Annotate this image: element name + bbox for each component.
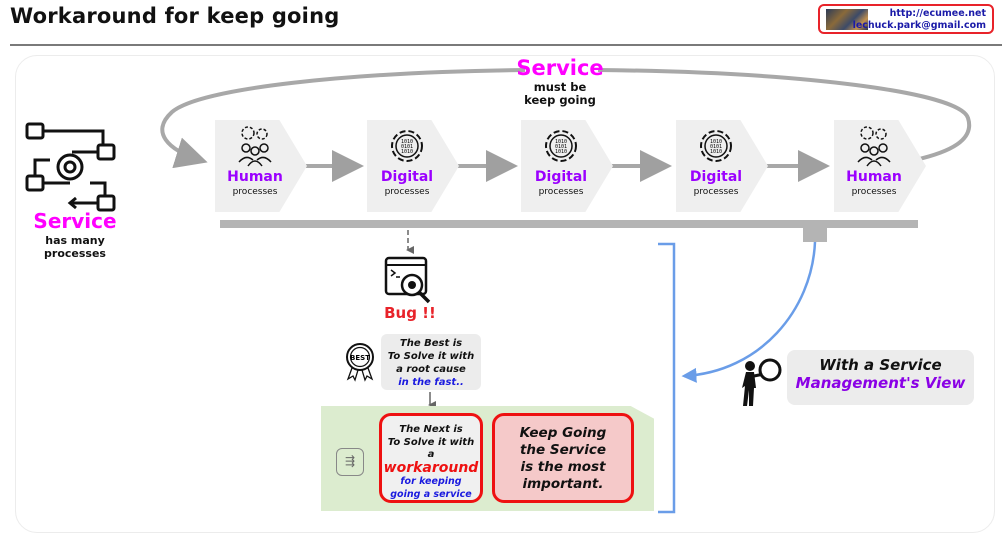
service-left-subtitle: has many processes [20, 234, 130, 260]
author-email-link[interactable]: lechuck.park@gmail.com [852, 20, 986, 31]
best-solution-note: The Best is To Solve it with a root caus… [381, 334, 481, 390]
next-solution-note: The Next is To Solve it with a workaroun… [379, 413, 483, 503]
keep-line-2: the Service [519, 442, 607, 458]
next-blue-2: going a service [390, 488, 472, 500]
keep-line-4: important. [522, 476, 604, 492]
best-line-1: The Best is [399, 338, 463, 349]
keep-line-1: Keep Going [519, 425, 607, 441]
workaround-branch-icon: ⇶ [336, 448, 364, 476]
process-name: Human [227, 169, 283, 185]
author-url-link[interactable]: http://ecumee.net [889, 8, 986, 19]
service-loop-subtitle-line2: keep going [524, 93, 596, 108]
service-loop-subtitle-line1: must be [533, 80, 587, 94]
process-subtitle: processes [232, 187, 278, 197]
svg-text:BEST: BEST [350, 354, 370, 362]
svg-text:1010: 1010 [401, 139, 413, 145]
svg-text:1010: 1010 [710, 139, 722, 145]
service-left-line1: has many [45, 234, 105, 247]
process-name: Digital [689, 169, 743, 185]
svg-text:1010: 1010 [401, 149, 413, 155]
svg-text:0101: 0101 [555, 144, 567, 150]
management-line-2: Management's View [795, 374, 966, 392]
service-left-title: Service [33, 209, 117, 233]
service-loop-subtitle: must be keep going [480, 80, 640, 108]
process-name: Digital [534, 169, 588, 185]
scope-bracket [658, 242, 676, 514]
process-name: Digital [380, 169, 434, 185]
keep-going-note: Keep Going the Service is the most impor… [492, 413, 634, 503]
process-subtitle: processes [538, 187, 584, 197]
svg-text:0101: 0101 [401, 144, 413, 150]
inspector-magnifier-icon [742, 358, 782, 406]
best-line-3: a root cause [396, 364, 466, 375]
svg-text:1010: 1010 [555, 149, 567, 155]
bug-label: Bug !! [384, 304, 436, 322]
keep-line-3: is the most [520, 459, 606, 475]
process-subtitle: processes [851, 187, 897, 197]
header-divider [10, 44, 1002, 46]
service-loop-arc-right [597, 68, 972, 162]
management-view-note: With a Service Management's View [787, 350, 974, 405]
process-subtitle: processes [384, 187, 430, 197]
best-line-2: To Solve it with [387, 351, 475, 362]
next-line-1: The Next is [399, 424, 463, 435]
workaround-keyword: workaround [383, 459, 479, 476]
platform-bar-tab [803, 228, 827, 242]
next-blue-1: for keeping [400, 476, 462, 487]
author-thumbnail [826, 9, 868, 30]
author-badge[interactable]: http://ecumee.net lechuck.park@gmail.com [818, 4, 994, 34]
management-arrow [681, 241, 817, 383]
management-line-1: With a Service [819, 356, 942, 374]
team-gears-icon [857, 126, 891, 167]
service-loop-arc [160, 68, 526, 169]
svg-text:1010: 1010 [555, 139, 567, 145]
process-subtitle: processes [693, 187, 739, 197]
best-award-badge-icon: BEST [346, 343, 374, 382]
platform-bar [220, 220, 918, 228]
svg-text:1010: 1010 [710, 149, 722, 155]
service-loop-title: Service [516, 56, 604, 80]
service-left-line2: processes [44, 246, 106, 260]
team-gears-icon [238, 126, 272, 167]
page-title: Workaround for keep going [10, 4, 340, 28]
next-line-2: To Solve it with [387, 436, 475, 448]
process-name: Human [846, 169, 902, 185]
next-prefix: a [427, 449, 435, 460]
svg-text:0101: 0101 [710, 144, 722, 150]
workflow-checklist-gear-icon [25, 122, 116, 212]
bug-inspect-window-icon [384, 256, 431, 304]
best-highlight: in the fast.. [398, 377, 464, 388]
